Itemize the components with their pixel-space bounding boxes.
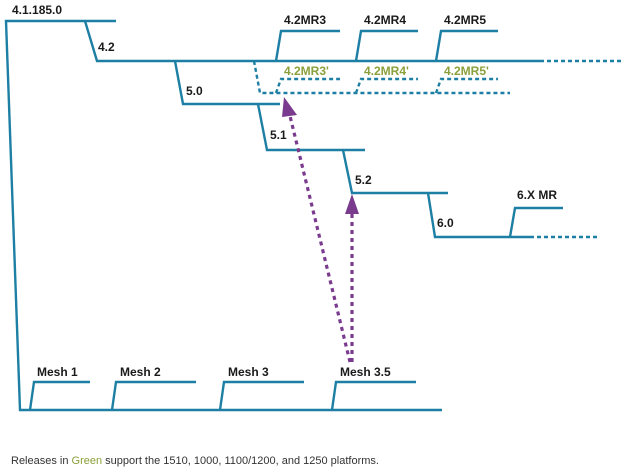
branch-mesh3-line (218, 380, 304, 411)
branch-4-2-line (83, 20, 540, 63)
branch-mesh2-line (110, 380, 196, 411)
branch-4-2mr3-prime-tick (274, 77, 340, 94)
branch-6-0-line (426, 192, 530, 239)
release-label-6-0: 6.0 (437, 216, 454, 230)
release-label-4-2mr5-prime: 4.2MR5' (444, 64, 489, 78)
branch-4-2mr5-line (434, 29, 498, 62)
branch-4-2mr4-prime-tick (354, 77, 418, 94)
release-label-6-x-mr: 6.X MR (517, 188, 557, 202)
release-label-mesh3-5: Mesh 3.5 (340, 365, 391, 379)
release-label-5-0: 5.0 (186, 84, 203, 98)
release-label-4-2mr3: 4.2MR3 (284, 13, 326, 27)
release-label-4-2mr4: 4.2MR4 (364, 13, 406, 27)
release-label-4-2: 4.2 (98, 40, 115, 54)
caption-before: Releases in (11, 455, 72, 467)
branch-6xmr-line (508, 206, 563, 238)
branch-4-2mr4-line (354, 29, 418, 62)
branch-mesh1-line (28, 380, 90, 411)
branch-5-0-line (173, 60, 280, 106)
arrowhead-4-2mr3-prime (282, 97, 297, 117)
release-label-4-2mr3-prime: 4.2MR3' (284, 64, 329, 78)
branch-5-1-line (256, 103, 365, 152)
release-label-mesh3: Mesh 3 (228, 365, 269, 379)
branch-mesh35-line (330, 380, 416, 411)
release-label-mesh2: Mesh 2 (120, 365, 161, 379)
branch-5-2-line (341, 149, 448, 195)
arrowhead-5-2 (345, 194, 359, 214)
branch-4-2mr5-prime-tick (434, 77, 498, 94)
release-label-5-2: 5.2 (355, 173, 372, 187)
root-branch-line (4, 19, 442, 412)
release-label-5-1: 5.1 (270, 128, 287, 142)
release-label-4-2mr4-prime: 4.2MR4' (364, 64, 409, 78)
branch-4-2mr3-line (274, 29, 340, 62)
branch-4-2mr-prime-dotted-line (252, 60, 510, 95)
release-label-4-2mr5: 4.2MR5 (444, 13, 486, 27)
release-label-mesh1: Mesh 1 (37, 365, 78, 379)
release-label-4-1-185-0: 4.1.185.0 (12, 3, 62, 17)
caption-green-word: Green (71, 455, 103, 467)
caption-after: support the 1510, 1000, 1100/1200, and 1… (102, 455, 379, 467)
arrow-mesh35-to-4-2mr3-prime (288, 115, 352, 363)
caption-text: Releases in Green support the 1510, 1000… (11, 455, 379, 467)
